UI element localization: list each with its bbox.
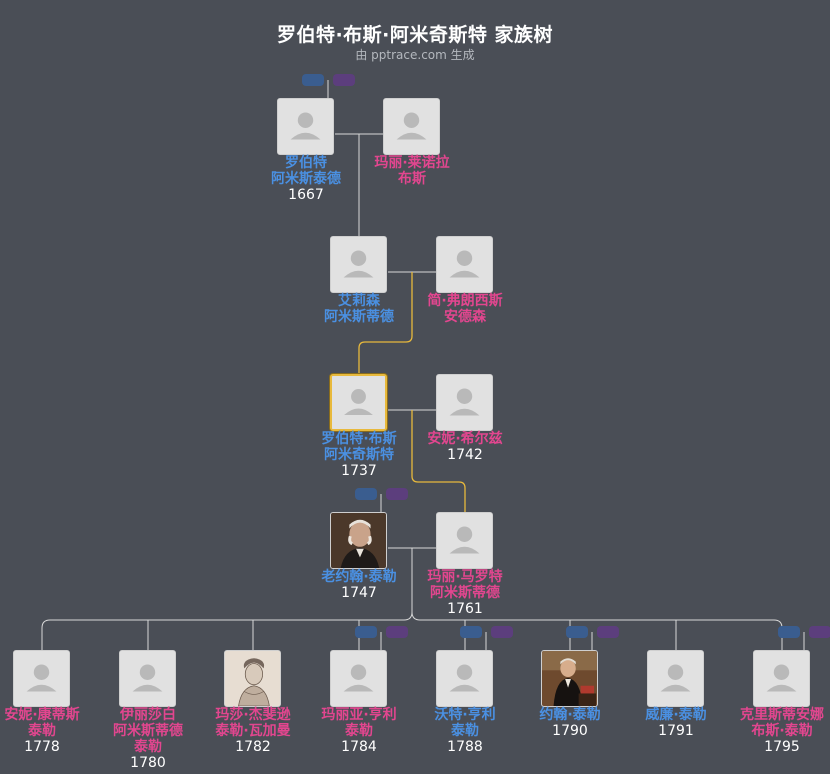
name-line: 阿米斯蒂德 xyxy=(430,585,500,601)
avatar-placeholder-icon[interactable] xyxy=(647,650,704,707)
name-line: 泰勒·瓦加曼 xyxy=(215,723,291,739)
avatar-portrait[interactable] xyxy=(224,650,281,707)
birth-year: 1737 xyxy=(341,463,377,479)
name-line: 艾莉森 xyxy=(338,293,380,309)
page-subtitle: 由 pptrace.com 生成 xyxy=(355,48,475,62)
birth-year: 1778 xyxy=(24,739,60,755)
name-line: 泰勒 xyxy=(134,739,162,755)
avatar-placeholder-icon[interactable] xyxy=(436,374,493,431)
name-line: 罗伯特 xyxy=(285,155,327,171)
link-badge[interactable] xyxy=(460,626,482,638)
avatar-placeholder-icon[interactable] xyxy=(13,650,70,707)
name-line: 泰勒 xyxy=(345,723,373,739)
link-badge[interactable] xyxy=(355,488,377,500)
birth-year: 1761 xyxy=(447,601,483,617)
avatar-placeholder-icon[interactable] xyxy=(753,650,810,707)
link-badge[interactable] xyxy=(302,74,324,86)
birth-year: 1780 xyxy=(130,755,166,771)
name-line: 老约翰·泰勒 xyxy=(321,569,397,585)
link-badge[interactable] xyxy=(566,626,588,638)
name-line: 约翰·泰勒 xyxy=(539,707,601,723)
name-line: 阿米斯泰德 xyxy=(271,171,341,187)
person-name[interactable]: 玛丽·莱诺拉布斯 xyxy=(342,155,482,187)
birth-year: 1784 xyxy=(341,739,377,755)
avatar-placeholder-icon[interactable] xyxy=(436,236,493,293)
link-badge[interactable] xyxy=(386,488,408,500)
avatar-placeholder-icon[interactable] xyxy=(436,650,493,707)
name-line: 阿米奇斯特 xyxy=(324,447,394,463)
lineage-highlight xyxy=(411,410,466,512)
name-line: 克里斯蒂安娜 xyxy=(740,707,824,723)
birth-year: 1795 xyxy=(764,739,800,755)
name-line: 沃特·亨利 xyxy=(434,707,496,723)
link-badge[interactable] xyxy=(386,626,408,638)
birth-year: 1747 xyxy=(341,585,377,601)
person-name[interactable]: 简·弗朗西斯安德森 xyxy=(395,293,535,325)
birth-year: 1788 xyxy=(447,739,483,755)
link-badge[interactable] xyxy=(597,626,619,638)
link-badge[interactable] xyxy=(491,626,513,638)
link-badge[interactable] xyxy=(809,626,830,638)
name-line: 泰勒 xyxy=(28,723,56,739)
link-badge[interactable] xyxy=(355,626,377,638)
birth-year: 1667 xyxy=(288,187,324,203)
name-line: 威廉·泰勒 xyxy=(645,707,707,723)
avatar-placeholder-icon[interactable] xyxy=(383,98,440,155)
person-name[interactable]: 艾莉森阿米斯蒂德 xyxy=(289,293,429,325)
name-line: 泰勒 xyxy=(451,723,479,739)
name-line: 安德森 xyxy=(444,309,486,325)
avatar-placeholder-icon[interactable] xyxy=(330,374,387,431)
link-badge[interactable] xyxy=(333,74,355,86)
name-line: 玛丽亚·亨利 xyxy=(321,707,397,723)
name-line: 阿米斯蒂德 xyxy=(324,309,394,325)
birth-year: 1791 xyxy=(658,723,694,739)
avatar-placeholder-icon[interactable] xyxy=(330,236,387,293)
name-line: 安妮·康蒂斯 xyxy=(4,707,80,723)
name-line: 玛丽·莱诺拉 xyxy=(374,155,450,171)
children-bus xyxy=(411,611,783,650)
avatar-portrait[interactable] xyxy=(541,650,598,707)
birth-year: 1782 xyxy=(235,739,271,755)
avatar-placeholder-icon[interactable] xyxy=(119,650,176,707)
name-line: 伊丽莎白 xyxy=(120,707,176,723)
children-bus xyxy=(41,611,413,650)
page-title: 罗伯特·布斯·阿米奇斯特 家族树 xyxy=(276,24,554,46)
avatar-portrait[interactable] xyxy=(330,512,387,569)
avatar-placeholder-icon[interactable] xyxy=(277,98,334,155)
name-line: 布斯·泰勒 xyxy=(751,723,813,739)
birth-year: 1742 xyxy=(447,447,483,463)
name-line: 玛丽·马罗特 xyxy=(427,569,503,585)
name-line: 罗伯特·布斯 xyxy=(321,431,397,447)
name-line: 简·弗朗西斯 xyxy=(427,293,503,309)
name-line: 布斯 xyxy=(398,171,426,187)
name-line: 阿米斯蒂德 xyxy=(113,723,183,739)
avatar-placeholder-icon[interactable] xyxy=(330,650,387,707)
link-badge[interactable] xyxy=(778,626,800,638)
name-line: 安妮·希尔兹 xyxy=(427,431,503,447)
name-line: 玛莎·杰斐逊 xyxy=(215,707,291,723)
lineage-highlight xyxy=(358,272,413,374)
birth-year: 1790 xyxy=(552,723,588,739)
avatar-placeholder-icon[interactable] xyxy=(436,512,493,569)
